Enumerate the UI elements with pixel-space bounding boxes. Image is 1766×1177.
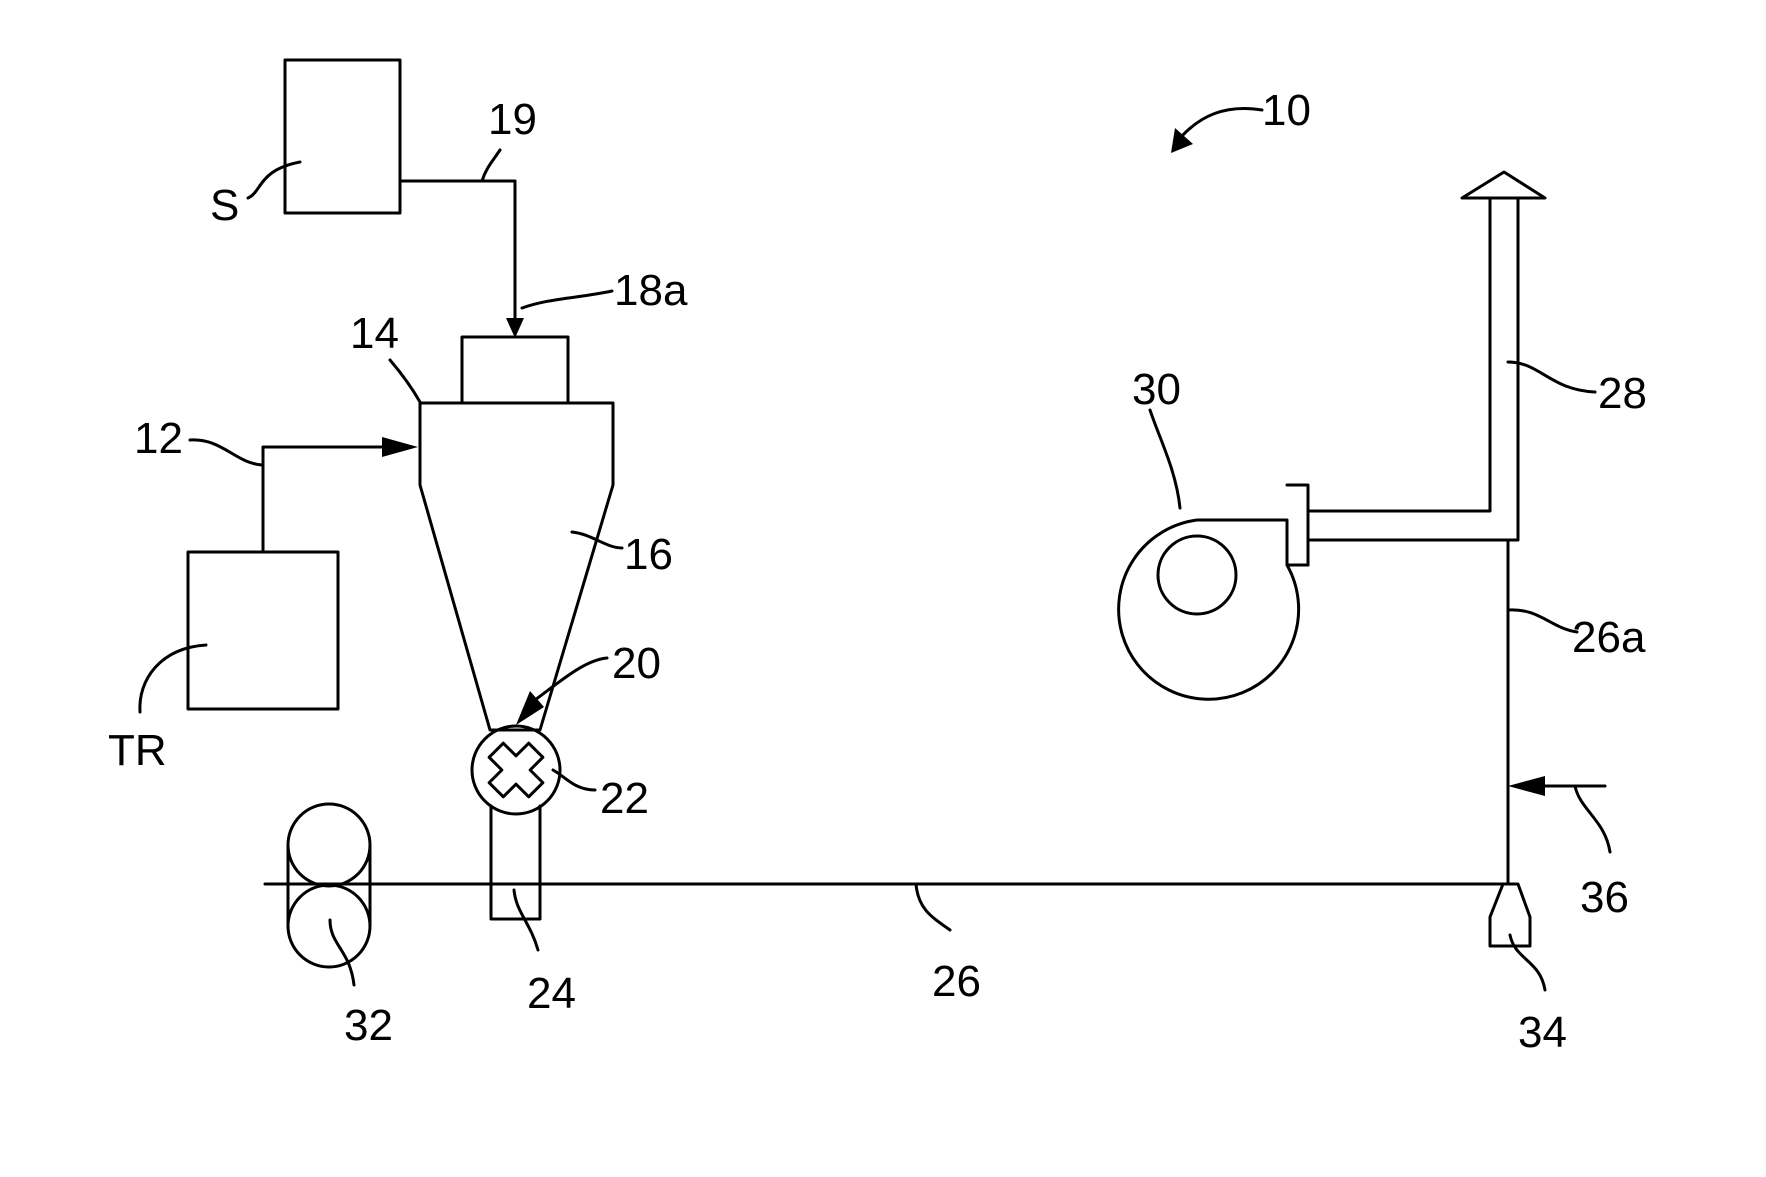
leader-S: [248, 162, 300, 198]
leader-26a: [1508, 610, 1577, 632]
line-12: [263, 447, 400, 552]
label-S: S: [210, 181, 239, 230]
arrow-36-head: [1508, 776, 1545, 796]
blower-30: [1119, 520, 1299, 699]
label-14: 14: [350, 309, 399, 358]
label-24: 24: [527, 969, 576, 1018]
label-20: 20: [612, 639, 661, 688]
label-26a: 26a: [1572, 613, 1646, 662]
arrow-10-shaft: [1180, 108, 1262, 138]
leader-36: [1575, 786, 1610, 852]
line-19: [400, 181, 515, 330]
exhaust-arrow-28: [1462, 172, 1545, 198]
leader-28: [1508, 362, 1595, 392]
label-18a: 18a: [614, 266, 688, 315]
arrowhead-14: [382, 437, 418, 457]
label-30: 30: [1132, 365, 1181, 414]
label-28: 28: [1598, 369, 1647, 418]
leader-32: [330, 920, 354, 985]
leader-18a: [522, 291, 612, 308]
label-12: 12: [134, 414, 183, 463]
roller-upper-32: [288, 804, 370, 886]
leader-19: [482, 150, 500, 181]
leader-TR: [140, 645, 206, 712]
label-19: 19: [488, 95, 537, 144]
cyclone-16: [420, 403, 613, 730]
label-10: 10: [1262, 86, 1311, 135]
source-box-S: [285, 60, 400, 213]
arrow-10-head: [1171, 128, 1193, 153]
label-26: 26: [932, 957, 981, 1006]
leader-14: [390, 360, 420, 402]
label-22: 22: [600, 774, 649, 823]
blower-hub: [1158, 536, 1236, 614]
duct-30-28-top: [1308, 198, 1490, 511]
label-16: 16: [624, 530, 673, 579]
rotary-valve-22: [472, 726, 560, 814]
leader-26: [916, 884, 950, 930]
label-34: 34: [1518, 1008, 1567, 1057]
blower-outlet: [1287, 485, 1308, 565]
leader-20: [535, 658, 607, 700]
duct-30-28-bottom: [1308, 198, 1518, 540]
label-TR: TR: [108, 726, 167, 775]
label-32: 32: [344, 1001, 393, 1050]
leader-30: [1150, 410, 1180, 508]
arrowhead-18a-feed: [506, 318, 524, 338]
leader-12: [190, 440, 262, 465]
valve-x-icon: [476, 730, 555, 809]
tank-TR: [188, 552, 338, 709]
inlet-18a: [462, 337, 568, 403]
label-36: 36: [1580, 873, 1629, 922]
leader-34: [1510, 935, 1545, 990]
